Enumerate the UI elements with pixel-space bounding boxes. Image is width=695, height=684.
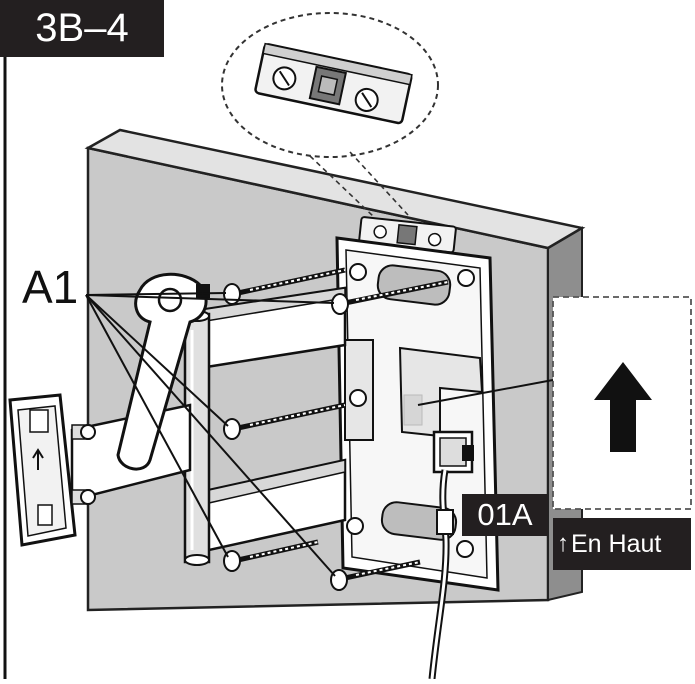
spirit-level-icon <box>254 42 413 125</box>
wall-outlet <box>432 430 474 474</box>
screw <box>223 402 346 440</box>
orientation-badge: ↑ En Haut <box>553 518 691 570</box>
cable-tie <box>436 509 454 535</box>
up-arrow-icon: ↑ <box>557 530 569 557</box>
step-badge: 3B–4 <box>0 0 164 57</box>
up-arrow-icon <box>594 362 652 452</box>
tv-bracket <box>8 393 77 547</box>
wall-plate <box>335 236 500 592</box>
a1-leader-lines <box>85 292 336 577</box>
part-badge-01a: 01A <box>462 494 548 536</box>
power-cable-inner <box>430 469 448 680</box>
swing-arm-upper <box>198 286 347 370</box>
orientation-label: En Haut <box>571 529 662 558</box>
screw <box>331 279 449 315</box>
screw-callout-label: A1 <box>22 261 79 313</box>
